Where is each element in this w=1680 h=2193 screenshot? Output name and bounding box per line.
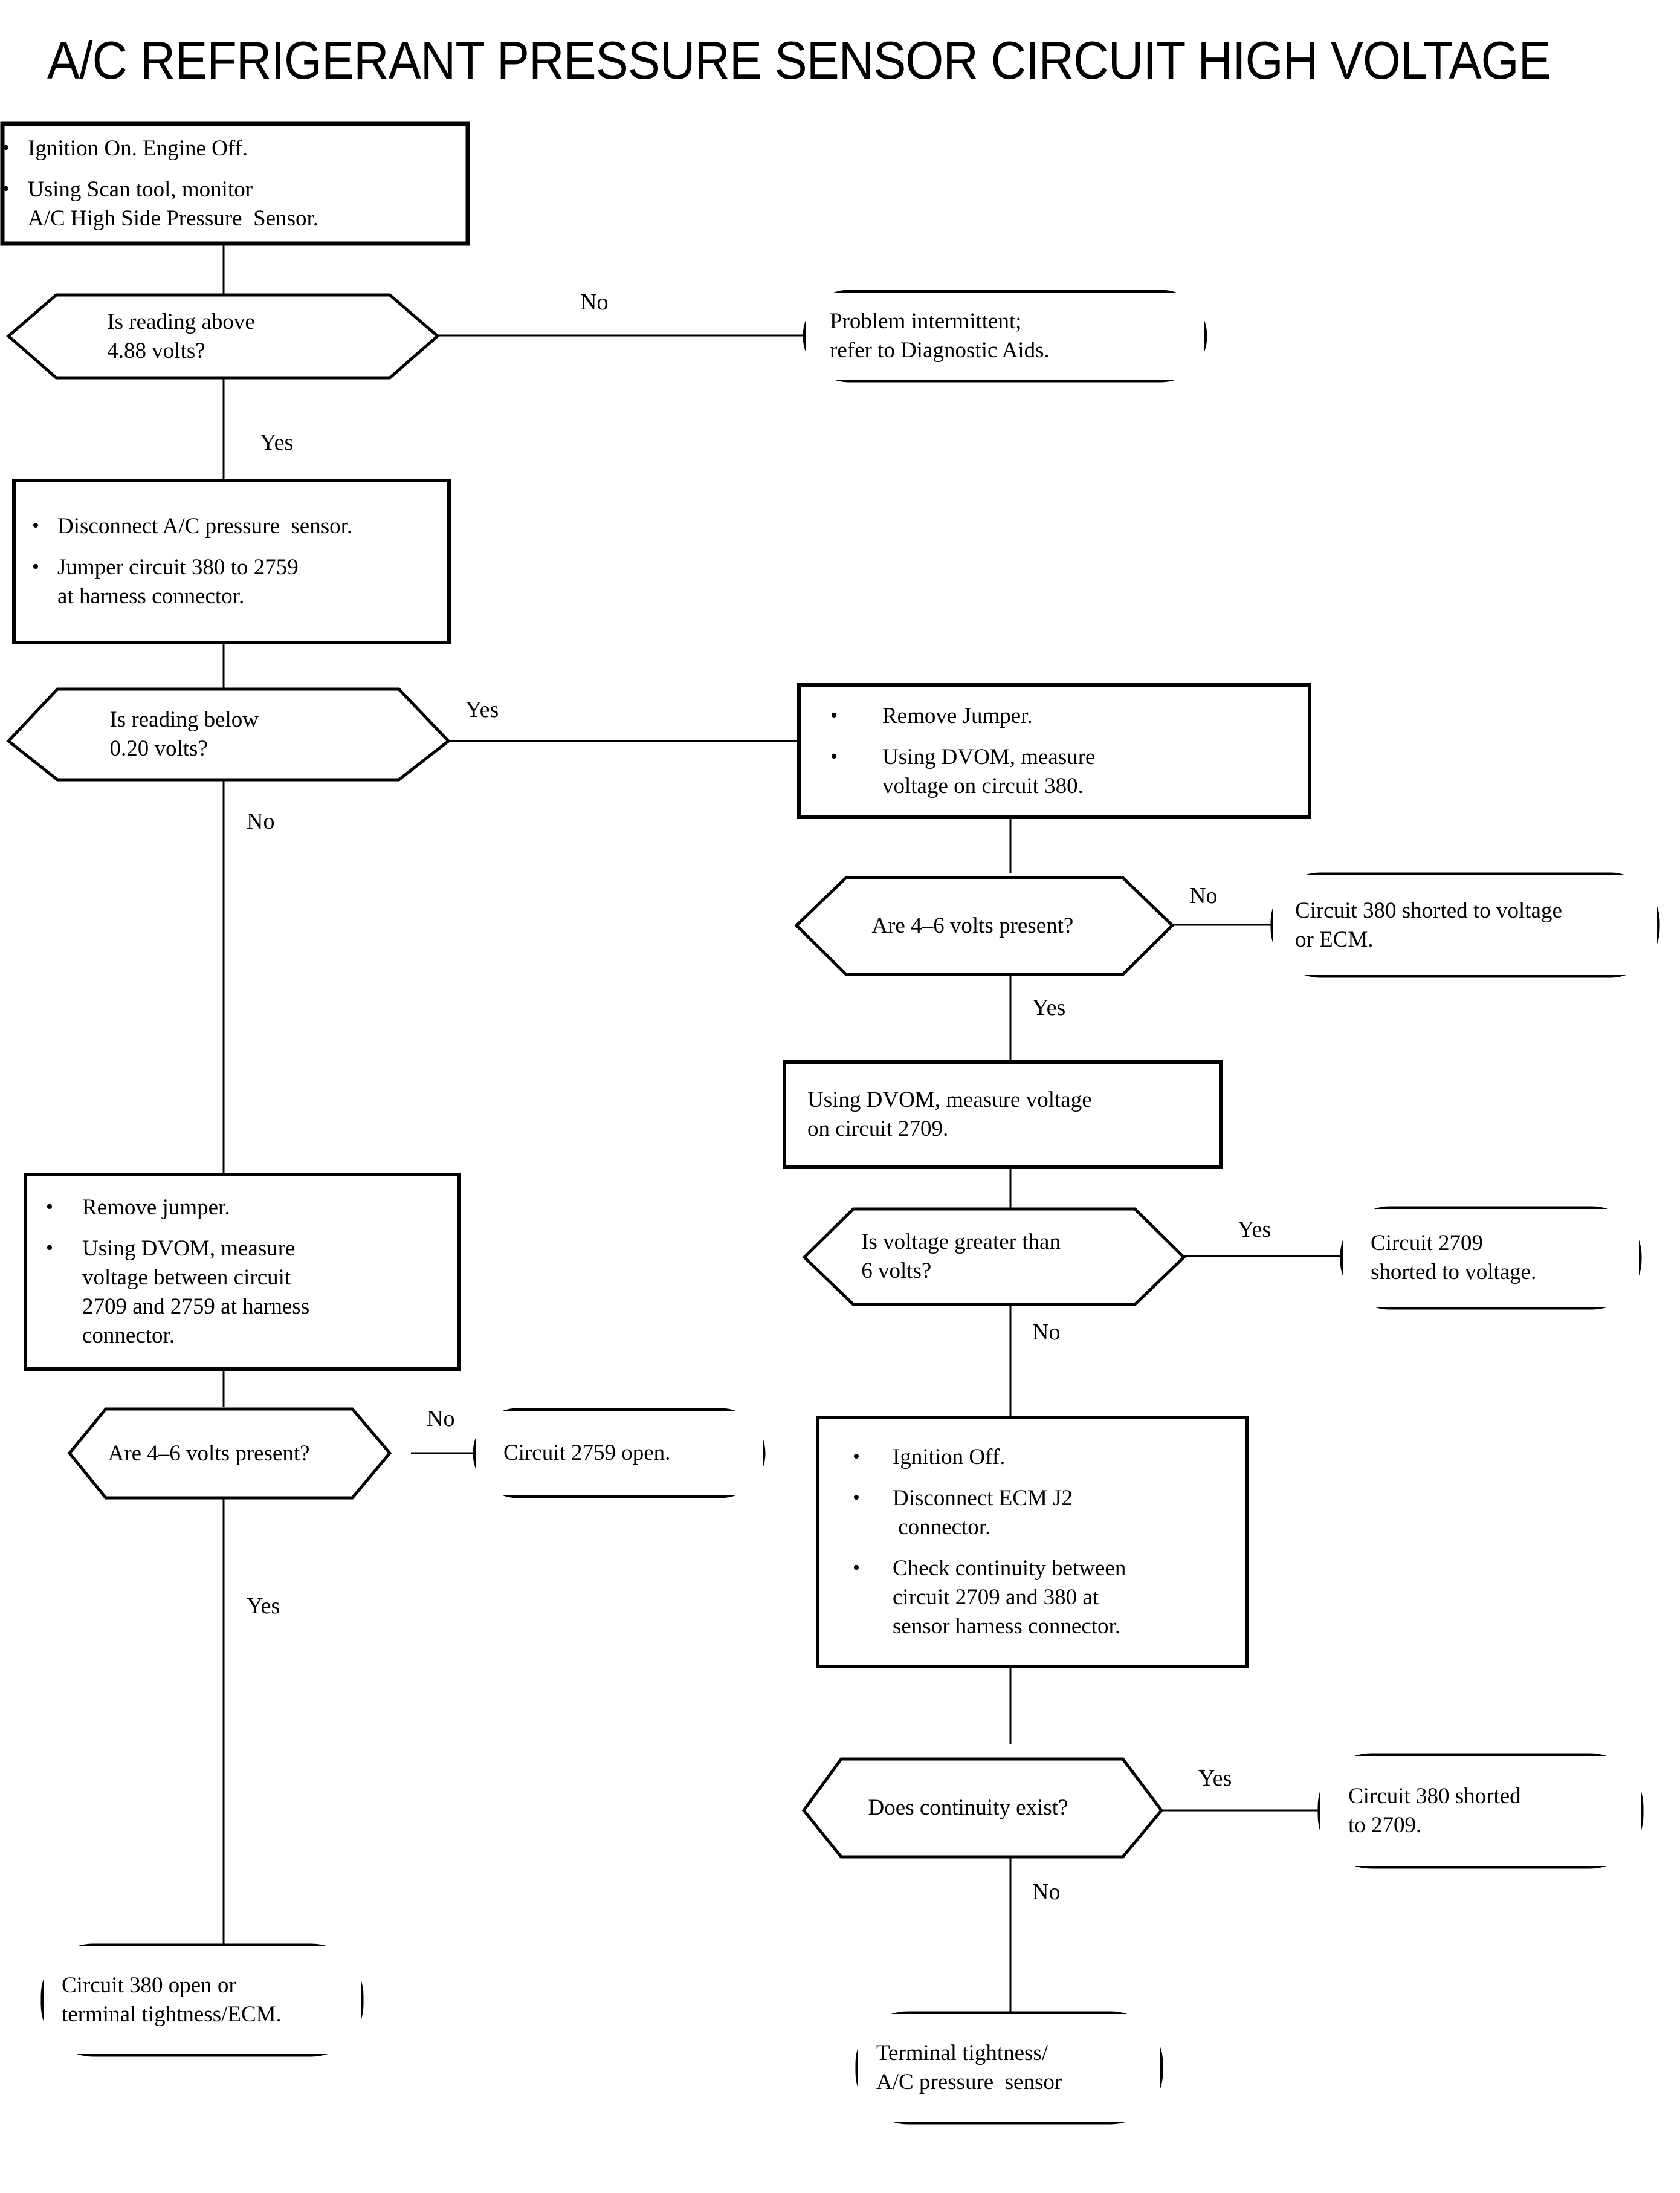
bullet-text: Jumper circuit 380 to 2759 at harness co…	[57, 555, 299, 609]
bullet-dot: •	[2, 178, 10, 200]
process-shape-n4	[12, 479, 451, 644]
decision-text: Is reading below 0.20 volts?	[109, 707, 259, 761]
node-n1[interactable]: • Ignition On. Engine Off. • Using Scan …	[2, 124, 468, 244]
bullet-text: Using DVOM, measure voltage between circ…	[82, 1236, 310, 1348]
bullet-item: • Using Scan tool, monitor A/C High Side…	[2, 175, 468, 233]
edge-label-yes-4: Yes	[1238, 1217, 1271, 1242]
bullet-text: Check continuity between circuit 2709 an…	[893, 1556, 1126, 1639]
edge-label-no-4: No	[1032, 1320, 1061, 1345]
decision-shape-n16	[801, 1757, 1164, 1859]
node-n19[interactable]: Terminal tightness/ A/C pressure sensor	[858, 2014, 1160, 2122]
node-n3[interactable]: Problem intermittent; refer to Diagnosti…	[806, 293, 1204, 380]
node-n9[interactable]: Using DVOM, measure voltage on circuit 2…	[784, 1062, 1221, 1167]
bullet-text: Ignition Off.	[893, 1445, 1006, 1469]
terminal-text: Circuit 380 shorted to 2709.	[1348, 1784, 1521, 1838]
bullet-item: • Ignition Off.	[853, 1443, 1247, 1472]
process-shape-n1	[0, 121, 470, 246]
decision-shape-n7	[794, 876, 1175, 976]
node-n16[interactable]: Does continuity exist?	[804, 1759, 1161, 1857]
bullet-item: • Disconnect A/C pressure sensor.	[32, 512, 449, 541]
bullet-item: • Remove jumper.	[46, 1193, 459, 1222]
bullet-item: • Remove Jumper.	[830, 702, 1310, 731]
node-n13[interactable]: Are 4–6 volts present?	[69, 1409, 390, 1498]
edge-label-no-5: No	[427, 1406, 455, 1431]
edge-label-no-1: No	[580, 290, 609, 315]
bullet-item: • Check continuity between circuit 2709 …	[853, 1554, 1247, 1641]
bullet-text: Remove Jumper.	[882, 703, 1033, 728]
edge-label-no-2: No	[247, 809, 275, 834]
node-n14[interactable]: Circuit 2759 open.	[476, 1411, 763, 1495]
decision-text: Are 4–6 volts present?	[108, 1440, 310, 1466]
edge-label-no-6: No	[1032, 1879, 1061, 1905]
edge-label-yes-3: Yes	[1032, 995, 1066, 1020]
process-text: Using DVOM, measure voltage on circuit 2…	[807, 1087, 1092, 1141]
bullet-text: Ignition On. Engine Off.	[28, 136, 248, 161]
terminal-text: Circuit 380 open or terminal tightness/E…	[62, 1973, 282, 2027]
bullet-text: Remove jumper.	[82, 1195, 230, 1220]
node-n2[interactable]: Is reading above 4.88 volts?	[8, 295, 438, 378]
node-n10[interactable]: Is voltage greater than 6 volts?	[804, 1209, 1184, 1304]
process-shape-n6	[797, 683, 1311, 819]
bullet-item: • Using DVOM, measure voltage on circuit…	[830, 743, 1310, 801]
decision-shape-n10	[802, 1207, 1186, 1306]
node-n7[interactable]: Are 4–6 volts present?	[796, 878, 1172, 974]
decision-text: Does continuity exist?	[868, 1795, 1068, 1820]
connectors	[222, 244, 1345, 2016]
bullet-text: Using Scan tool, monitor A/C High Side P…	[28, 177, 318, 231]
bullet-dot: •	[853, 1445, 860, 1468]
decision-shape-n5	[6, 687, 451, 782]
bullet-text: Disconnect ECM J2 connector.	[893, 1486, 1073, 1540]
terminal-text: Circuit 2759 open.	[503, 1440, 671, 1465]
node-n5[interactable]: Is reading below 0.20 volts?	[8, 689, 448, 780]
bullet-dot: •	[46, 1196, 53, 1218]
decision-text: Is reading above 4.88 volts?	[107, 309, 255, 363]
process-shape-n12	[24, 1173, 461, 1371]
bullet-item: • Jumper circuit 380 to 2759 at harness …	[32, 553, 449, 611]
edge-label-yes-6: Yes	[1198, 1766, 1232, 1791]
decision-shape-n2	[6, 293, 440, 380]
bullet-dot: •	[830, 704, 838, 727]
edge-label-yes-2: Yes	[465, 697, 499, 722]
node-n18[interactable]: Circuit 380 open or terminal tightness/E…	[44, 1946, 361, 2054]
bullet-text: Disconnect A/C pressure sensor.	[57, 514, 353, 539]
bullet-dot: •	[32, 514, 39, 537]
bullet-text: Using DVOM, measure voltage on circuit 3…	[882, 744, 1096, 798]
terminal-text: Terminal tightness/ A/C pressure sensor	[876, 2041, 1062, 2094]
terminal-text: Circuit 380 shorted to voltage or ECM.	[1295, 898, 1562, 952]
edge-label-yes-5: Yes	[247, 1593, 280, 1619]
bullet-dot: •	[830, 745, 838, 768]
process-shape-n15	[816, 1416, 1249, 1668]
page-title: A/C REFRIGERANT PRESSURE SENSOR CIRCUIT …	[47, 30, 1551, 90]
node-n11[interactable]: Circuit 2709 shorted to voltage.	[1343, 1209, 1639, 1307]
node-n6[interactable]: • Remove Jumper. • Using DVOM, measure v…	[799, 685, 1310, 817]
terminal-text: Circuit 2709 shorted to voltage.	[1371, 1231, 1537, 1284]
decision-shape-n13	[67, 1407, 392, 1500]
edge-label-yes-1: Yes	[260, 430, 294, 455]
bullet-item: • Ignition On. Engine Off.	[2, 134, 468, 163]
node-n17[interactable]: Circuit 380 shorted to 2709.	[1320, 1756, 1641, 1866]
bullet-dot: •	[2, 137, 10, 159]
terminal-text: Problem intermittent; refer to Diagnosti…	[830, 309, 1050, 363]
node-n4[interactable]: • Disconnect A/C pressure sensor. • Jump…	[14, 481, 449, 643]
bullet-dot: •	[46, 1237, 53, 1259]
node-n8[interactable]: Circuit 380 shorted to voltage or ECM.	[1273, 875, 1657, 975]
edge-label-no-3: No	[1189, 883, 1218, 909]
decision-text: Is voltage greater than 6 volts?	[861, 1229, 1061, 1283]
bullet-dot: •	[32, 556, 39, 578]
node-n12[interactable]: • Remove jumper. • Using DVOM, measure v…	[25, 1174, 459, 1369]
bullet-dot: •	[853, 1556, 860, 1579]
node-n15[interactable]: • Ignition Off. • Disconnect ECM J2 conn…	[818, 1417, 1247, 1667]
decision-text: Are 4–6 volts present?	[871, 913, 1074, 938]
bullet-item: • Disconnect ECM J2 connector.	[853, 1484, 1247, 1542]
process-shape-n9	[783, 1060, 1223, 1169]
bullet-dot: •	[853, 1486, 860, 1509]
bullet-item: • Using DVOM, measure voltage between ci…	[46, 1234, 459, 1350]
